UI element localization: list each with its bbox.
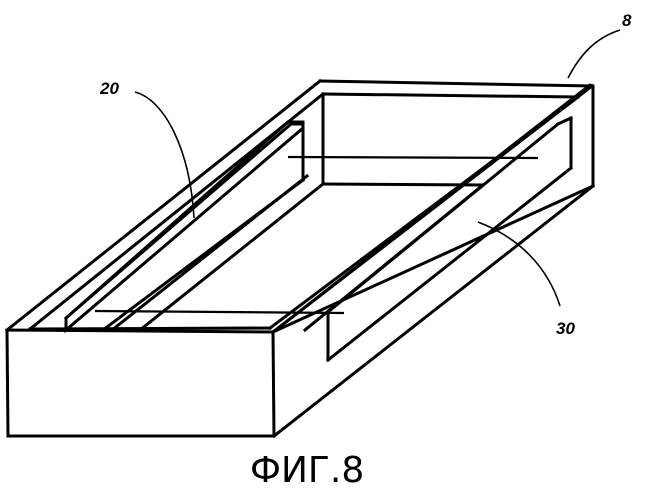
leader-lines bbox=[135, 30, 620, 306]
leader-right-plate bbox=[478, 222, 560, 306]
left-rim-outer-edge bbox=[7, 81, 320, 330]
left-plate-outline bbox=[66, 122, 303, 330]
back-rim-outer-edge bbox=[320, 81, 592, 86]
front-face bbox=[7, 330, 274, 436]
leader-box bbox=[568, 30, 620, 78]
right-plate bbox=[328, 118, 571, 360]
left-plate-outer-edge bbox=[66, 124, 291, 318]
figure-caption: ФИГ.8 bbox=[250, 450, 364, 491]
leader-left-plate bbox=[135, 92, 194, 218]
label-right-plate: 30 bbox=[556, 319, 575, 338]
tray-body bbox=[7, 81, 593, 436]
right-plate-top-edge bbox=[558, 118, 571, 124]
back-rim-inner-edge bbox=[323, 94, 578, 97]
upper-cross-wire bbox=[288, 157, 538, 158]
floor-back-edge bbox=[323, 184, 483, 185]
label-left-plate: 20 bbox=[99, 79, 119, 98]
label-box: 8 bbox=[622, 11, 632, 30]
